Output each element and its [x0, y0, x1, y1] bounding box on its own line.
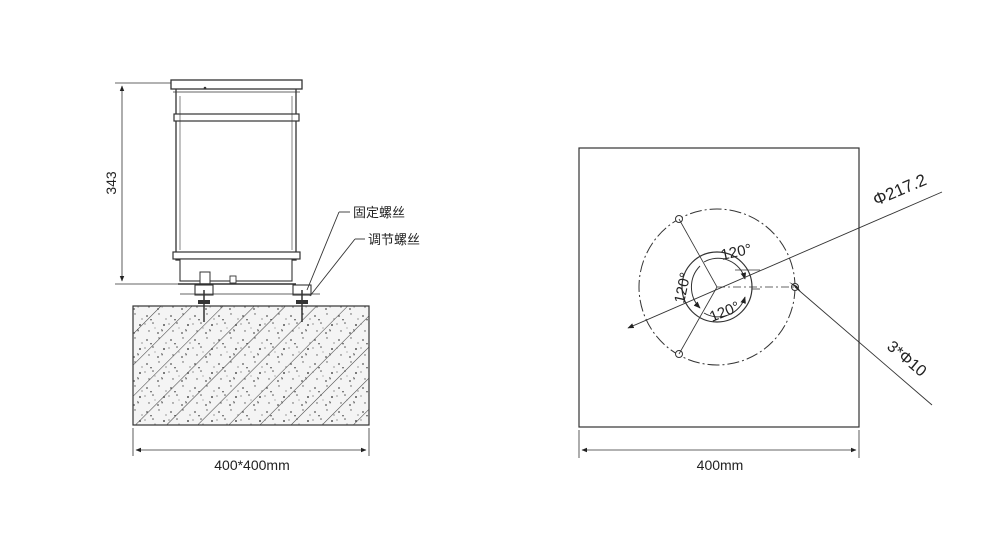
fixed-screw-label: 固定螺丝: [353, 206, 405, 221]
left-view: 400*400mm 343: [103, 79, 420, 473]
base-plate-square: [578, 147, 860, 428]
callout-fixed-screw: 固定螺丝: [306, 206, 405, 291]
hole-label: 3*Φ10: [883, 338, 929, 380]
plate-width-label: 400mm: [697, 457, 744, 473]
base-width-label: 400*400mm: [214, 457, 290, 473]
height-label: 343: [103, 171, 119, 195]
callout-adjust-screw: 调节螺丝: [309, 233, 420, 297]
diameter-label: Φ217.2: [870, 170, 929, 209]
adjust-screw-label: 调节螺丝: [368, 233, 420, 248]
right-view: Φ217.2 3*Φ10 120° 120° 120° 400mm: [578, 147, 943, 473]
plate-width-dimension: 400mm: [578, 430, 860, 473]
mount-screws: [180, 284, 320, 322]
height-dimension: 343: [103, 82, 200, 285]
base-width-dimension: 400*400mm: [132, 428, 370, 473]
angle-left-label: 120°: [671, 271, 694, 305]
angle-top-label: 120°: [719, 241, 753, 264]
rain-gauge-body: [170, 79, 303, 285]
concrete-base: [132, 305, 370, 426]
